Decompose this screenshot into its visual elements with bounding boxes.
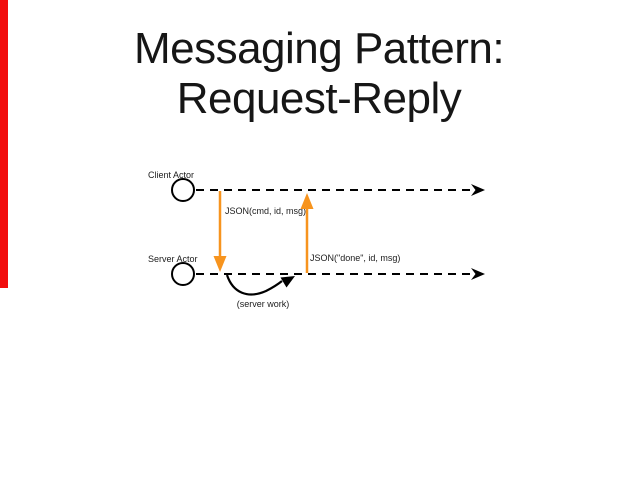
client-actor-icon: [171, 178, 195, 202]
accent-bar: [0, 0, 8, 288]
client-actor-label: Client Actor: [148, 170, 194, 180]
reply-arrowhead-icon: [300, 193, 314, 209]
server-lifeline-arrowhead-icon: [471, 268, 485, 280]
slide-title-line2: Request-Reply: [176, 74, 462, 123]
request-message-label: JSON(cmd, id, msg): [225, 206, 306, 216]
server-work-label: (server work): [237, 299, 290, 309]
server-actor-label: Server Actor: [148, 254, 198, 264]
server-actor-icon: [171, 262, 195, 286]
reply-message-label: JSON("done", id, msg): [310, 253, 400, 263]
request-arrowhead-icon: [213, 256, 227, 272]
client-lifeline-arrowhead-icon: [471, 184, 485, 196]
slide-title: Messaging Pattern: Request-Reply: [0, 24, 638, 124]
server-work-arrow: [225, 274, 283, 296]
slide-title-line1: Messaging Pattern:: [133, 24, 505, 73]
server-work-arrowhead-icon: [280, 276, 295, 288]
